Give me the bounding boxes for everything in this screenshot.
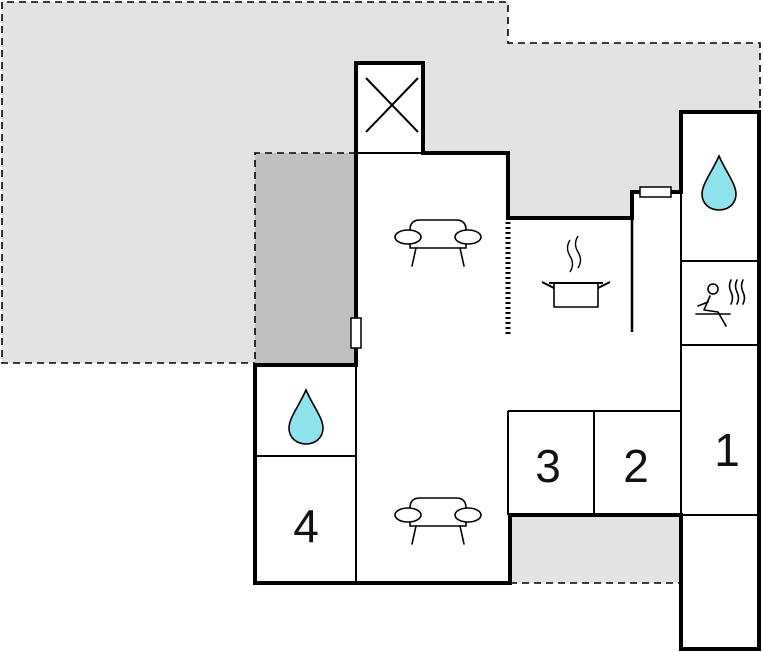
cooking-pot-icon (541, 235, 611, 308)
covered-terrace-border (254, 152, 356, 363)
window-left (350, 317, 362, 349)
water-drop-icon (288, 388, 324, 445)
room-label-4: 4 (293, 500, 319, 552)
exterior-walls (253, 61, 761, 651)
terrace-border (1, 1, 761, 364)
terrace-area (2, 2, 760, 363)
sofa-icon (394, 497, 482, 545)
room-label-2: 2 (623, 440, 649, 492)
sofa-icon (394, 219, 482, 267)
water-drop-icon (701, 154, 737, 211)
lower-terrace (510, 515, 681, 583)
room-label-1: 1 (714, 424, 740, 476)
room-label-3: 3 (535, 440, 561, 492)
cross-box-icon (365, 77, 419, 133)
window-top-right (639, 186, 672, 198)
covered-terrace (255, 153, 356, 363)
sauna-icon (695, 279, 746, 327)
